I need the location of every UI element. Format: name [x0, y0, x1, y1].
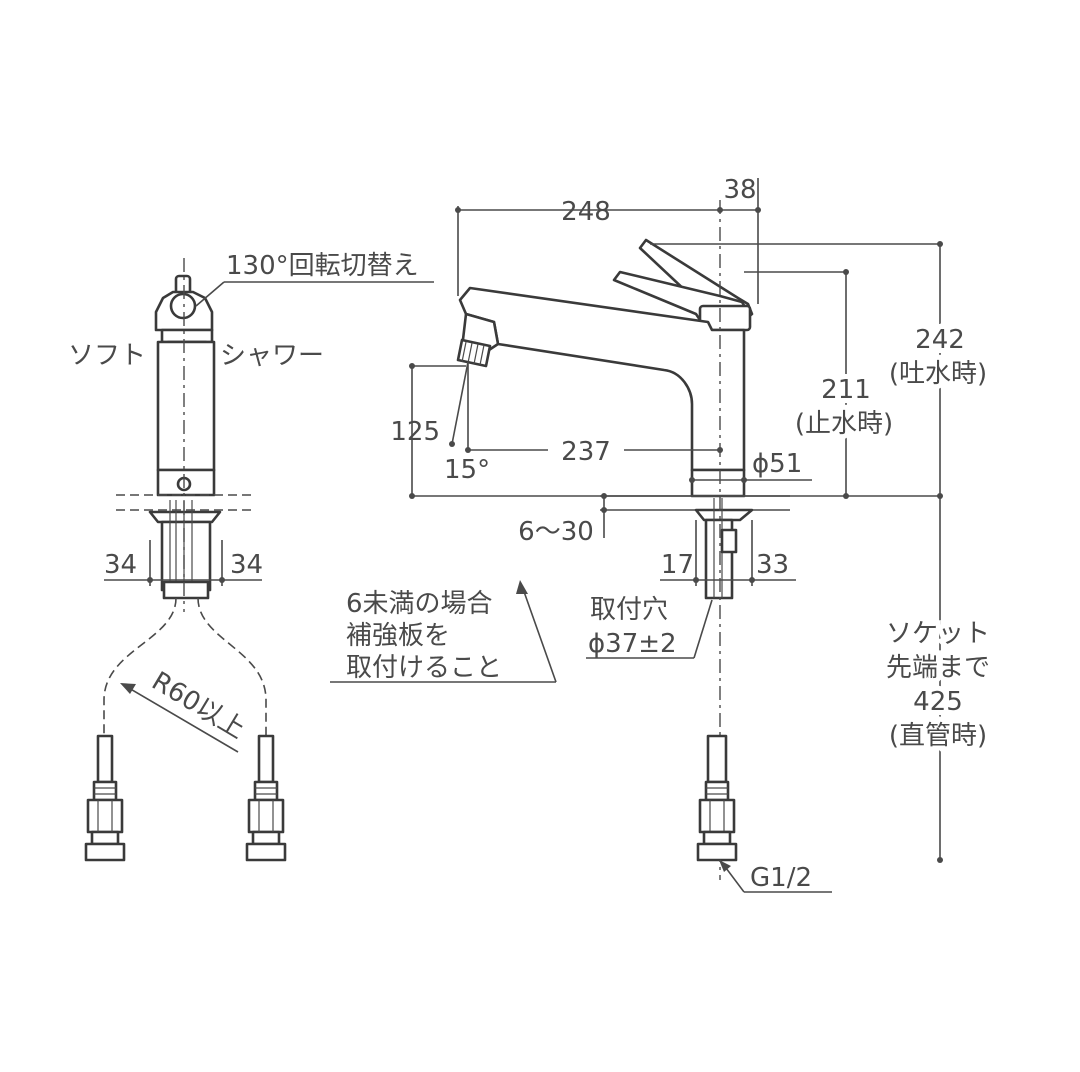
- dim-15-degrees: 15°: [444, 455, 490, 485]
- rotation-label: 130°回転切替え: [226, 251, 419, 281]
- note-reinforce-line1: 6未満の場合: [346, 589, 493, 619]
- front-handle-pivot: [169, 292, 197, 320]
- socket-label-line4: (直管時): [889, 721, 987, 751]
- dim-125: 125: [390, 417, 440, 447]
- note-reinforce-line3: 取付けること: [346, 653, 502, 683]
- front-body: [156, 340, 216, 472]
- side-lock-plate: [694, 508, 754, 522]
- dim-237: 237: [561, 437, 611, 467]
- side-view: [330, 178, 943, 893]
- front-hose-end-left: [84, 734, 126, 862]
- thread-label: G1/2: [750, 863, 812, 893]
- side-hose-end: [696, 734, 738, 862]
- dim-34-right: 34: [230, 550, 263, 580]
- dim-34-left: 34: [104, 550, 137, 580]
- front-hose-end-right: [245, 734, 287, 862]
- r60-label: R60以上: [146, 666, 250, 745]
- front-head-band: [160, 328, 214, 344]
- dim-211: 211: [821, 375, 871, 405]
- note-reinforce-line2: 補強板を: [346, 621, 450, 651]
- front-hose-left: [103, 597, 177, 736]
- front-view: [84, 258, 434, 862]
- socket-label-line3: 425: [913, 687, 963, 717]
- dim-phi51: ϕ51: [752, 449, 802, 479]
- dim-6-30: 6～30: [518, 517, 594, 547]
- shower-label: シャワー: [220, 341, 324, 371]
- socket-label-line2: 先端まで: [886, 653, 990, 683]
- dim-17: 17: [661, 550, 694, 580]
- dim-242: 242: [915, 325, 965, 355]
- front-shank-bottom: [162, 580, 210, 600]
- front-hose-right: [197, 597, 267, 736]
- front-lock-plate: [148, 510, 222, 524]
- hole-label-line1: 取付穴: [590, 595, 668, 625]
- dim-248: 248: [561, 197, 611, 227]
- dim-211-note: (止水時): [795, 409, 893, 439]
- dim-33: 33: [756, 550, 789, 580]
- hole-label-line2: ϕ37±2: [588, 629, 677, 659]
- side-shank-nut: [720, 528, 738, 554]
- side-aerator: [456, 338, 492, 368]
- soft-label: ソフト: [68, 341, 146, 371]
- side-base: [690, 468, 746, 498]
- dim-242-note: (吐水時): [889, 359, 987, 389]
- dim-38: 38: [723, 175, 756, 205]
- side-shank: [704, 518, 734, 600]
- socket-label-line1: ソケット: [886, 619, 990, 649]
